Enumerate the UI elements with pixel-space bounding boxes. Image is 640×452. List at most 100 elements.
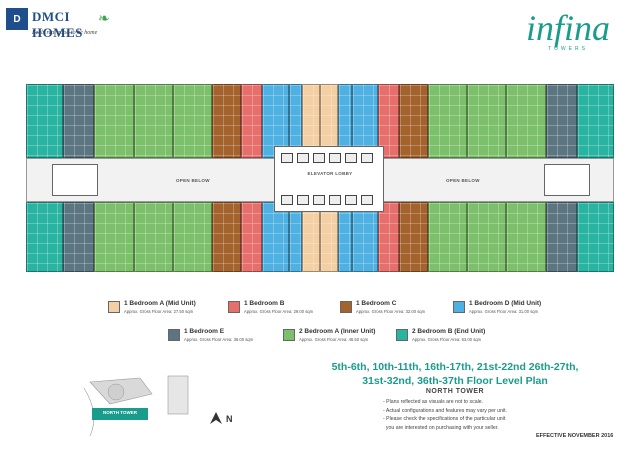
unit-legend: 1 Bedroom A (Mid Unit) Approx. Gross Flo…: [108, 300, 568, 360]
floor-unit: [427, 202, 467, 272]
floor-unit: [301, 84, 320, 158]
floor-unit: [577, 202, 614, 272]
floor-unit: [301, 202, 320, 272]
title-line-2: 31st-32nd, 36th-37th Floor Level Plan: [362, 375, 548, 387]
logo-mark: D: [6, 8, 28, 30]
note-line: - Please check the specifications of the…: [383, 416, 506, 423]
elevator-icon: [345, 153, 357, 163]
logo-tagline: Feels real good to be home: [32, 30, 98, 36]
logo-name: DMCI HOMES: [32, 9, 83, 40]
legend-swatch: [340, 301, 352, 313]
legend-swatch: [283, 329, 295, 341]
floor-unit: [545, 84, 578, 158]
dmci-homes-logo: D DMCI HOMES ❧ Feels real good to be hom…: [6, 8, 116, 52]
elevator-icon: [313, 195, 325, 205]
floor-unit: [26, 84, 63, 158]
elevator-icon: [361, 195, 373, 205]
note-line: - Plans reflected as visuals are not to …: [383, 399, 484, 405]
floor-unit: [62, 202, 95, 272]
floor-unit: [133, 84, 173, 158]
stair-core-right: [544, 164, 590, 196]
floor-unit: [241, 202, 263, 272]
elevator-icon: [361, 153, 373, 163]
legend-area: Approx. Gross Floor Area: 32.00 sqm: [356, 309, 426, 314]
legend-area: Approx. Gross Floor Area: 46.50 sqm: [299, 337, 369, 342]
north-arrow-icon: [210, 412, 222, 424]
plan-notes: - Plans reflected as visuals are not to …: [383, 398, 507, 432]
floor-unit: [94, 202, 134, 272]
note-line: you are interested on purchasing with yo…: [383, 424, 499, 431]
legend-name: 1 Bedroom B: [244, 300, 285, 307]
floor-unit: [338, 202, 352, 272]
floor-unit: [320, 202, 339, 272]
floor-unit: [467, 84, 507, 158]
floor-unit: [26, 202, 63, 272]
tower-name: NORTH TOWER: [425, 388, 485, 395]
title-line-1: 5th-6th, 10th-11th, 16th-17th, 21st-22nd…: [331, 361, 579, 373]
floor-unit: [427, 84, 467, 158]
elevator-icon: [297, 195, 309, 205]
open-below-label-right: OPEN BELOW: [446, 178, 480, 183]
floor-unit: [506, 202, 546, 272]
brand-name: infina: [525, 8, 610, 48]
legend-name: 1 Bedroom E: [184, 328, 225, 335]
floor-level-title: 5th-6th, 10th-11th, 16th-17th, 21st-22nd…: [300, 360, 610, 388]
site-key-plan: [83, 375, 189, 437]
floor-plan: ELEVATOR LOBBY OPEN BELOW OPEN BELOW: [26, 84, 614, 272]
floor-unit: [377, 202, 399, 272]
elevator-icon: [297, 153, 309, 163]
infina-brand: infina TOWERS: [526, 10, 610, 52]
floor-unit: [398, 84, 428, 158]
floor-unit: [62, 84, 95, 158]
legend-area: Approx. Gross Floor Area: 29.00 sqm: [244, 309, 314, 314]
legend-name: 1 Bedroom C: [356, 300, 397, 307]
floor-unit: [133, 202, 173, 272]
floor-unit: [94, 84, 134, 158]
elevator-icon: [281, 153, 293, 163]
legend-name: 2 Bedroom B (End Unit): [412, 328, 486, 335]
floor-unit: [262, 202, 289, 272]
elevator-icon: [329, 195, 341, 205]
brand-subtitle: TOWERS: [548, 46, 588, 52]
legend-area: Approx. Gross Floor Area: 27.50 sqm: [124, 309, 194, 314]
floor-unit: [351, 84, 378, 158]
floor-unit: [506, 84, 546, 158]
key-plan-tower-label: NORTH TOWER: [103, 410, 137, 415]
leaf-icon: ❧: [98, 10, 110, 26]
floor-unit: [398, 202, 428, 272]
legend-name: 2 Bedroom A (Inner Unit): [299, 328, 376, 335]
legend-name: 1 Bedroom D (Mid Unit): [469, 300, 542, 307]
floor-unit: [173, 84, 213, 158]
legend-area: Approx. Gross Floor Area: 31.00 sqm: [469, 309, 539, 314]
legend-swatch: [168, 329, 180, 341]
floor-unit: [467, 202, 507, 272]
floor-unit: [288, 202, 302, 272]
legend-swatch: [396, 329, 408, 341]
elevator-icon: [281, 195, 293, 205]
legend-swatch: [108, 301, 120, 313]
floor-unit: [241, 84, 263, 158]
legend-area: Approx. Gross Floor Area: 36.00 sqm: [184, 337, 254, 342]
floor-unit: [173, 202, 213, 272]
north-letter: N: [226, 414, 233, 424]
elevator-icon: [345, 195, 357, 205]
legend-area: Approx. Gross Floor Area: 53.00 sqm: [412, 337, 482, 342]
floor-unit: [320, 84, 339, 158]
floor-unit: [212, 84, 242, 158]
legend-swatch: [453, 301, 465, 313]
open-below-label-left: OPEN BELOW: [176, 178, 210, 183]
floor-unit: [262, 84, 289, 158]
floor-unit: [212, 202, 242, 272]
floor-unit: [351, 202, 378, 272]
elevator-lobby-label: ELEVATOR LOBBY: [307, 171, 353, 176]
floor-unit: [577, 84, 614, 158]
floor-unit: [545, 202, 578, 272]
elevator-icon: [329, 153, 341, 163]
note-line: - Actual configurations and features may…: [383, 407, 507, 414]
effective-date: EFFECTIVE NOVEMBER 2016: [536, 433, 614, 439]
north-indicator: N: [208, 410, 238, 432]
elevator-icon: [313, 153, 325, 163]
elevator-core: ELEVATOR LOBBY: [274, 146, 384, 212]
legend-name: 1 Bedroom A (Mid Unit): [124, 300, 196, 307]
stair-core-left: [52, 164, 98, 196]
